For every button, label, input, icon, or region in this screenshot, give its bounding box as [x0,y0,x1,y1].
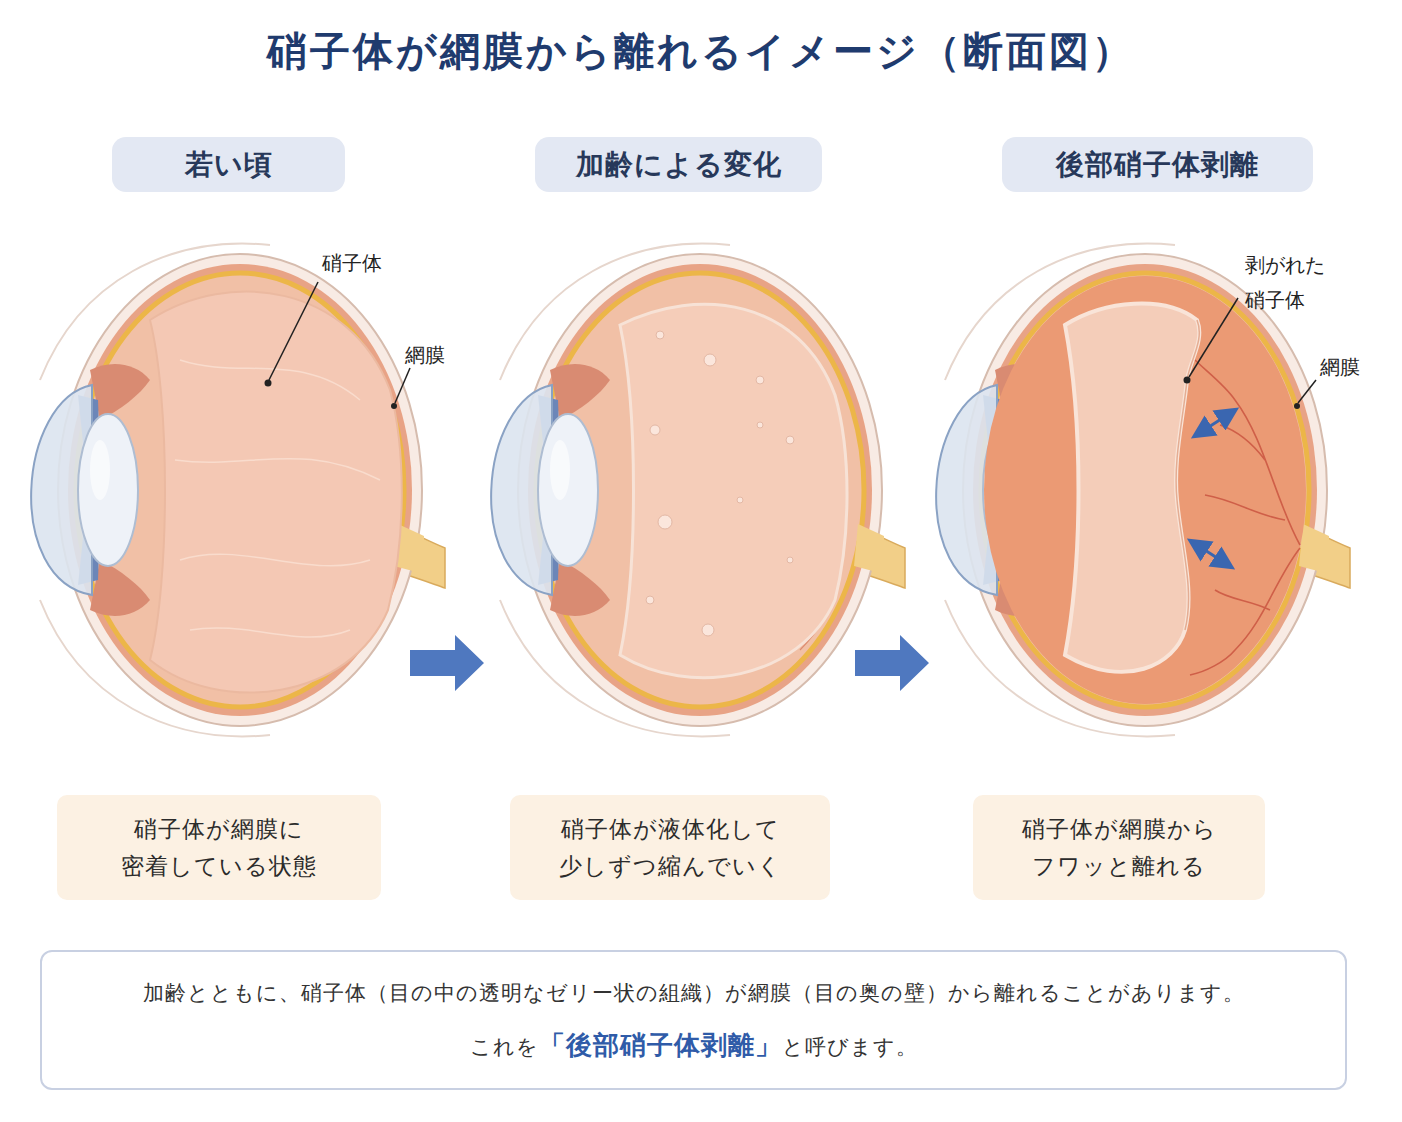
eye-base-use [936,244,1350,737]
caption-text: 硝子体が網膜から フワッと離れる [1022,811,1217,885]
leader-dot [1294,403,1300,409]
eye-young [31,244,445,737]
node-content: 加齢による変化 [576,146,782,184]
eye-base-use [491,244,905,737]
node-content: 硝子体が網膜に 密着している状態 [121,811,317,885]
part-label: 剥がれた 硝子体 [1245,248,1325,318]
step-arrow [410,635,484,691]
eye-base-use [31,244,445,737]
text-line: これを「後部硝子体剥離」と呼びます。 [470,1027,918,1063]
summary-box: 加齢とともに、硝子体（目の中の透明なゼリー状の組織）が網膜（目の奥の壁）から離れ… [40,950,1347,1090]
stage-title: 加齢による変化 [576,146,782,184]
diagram-title: 硝子体が網膜から離れるイメージ（断面図） [0,24,1402,79]
node-content: 加齢とともに、硝子体（目の中の透明なゼリー状の組織）が網膜（目の奥の壁）から離れ… [143,977,1245,1063]
node-content: 後部硝子体剥離 [1056,146,1259,184]
part-label: 硝子体 [322,246,382,281]
part-label: 網膜 [1320,350,1360,385]
stage-header: 若い頃 [112,137,345,192]
note-text: と呼びます。 [782,1035,918,1059]
node-content: 若い頃 [185,146,273,184]
stage-header: 後部硝子体剥離 [1002,137,1313,192]
note-text: 加齢とともに、硝子体（目の中の透明なゼリー状の組織）が網膜（目の奥の壁）から離れ… [143,981,1245,1005]
stage-header: 加齢による変化 [535,137,822,192]
eye-pvd [936,244,1350,737]
text-line: 加齢とともに、硝子体（目の中の透明なゼリー状の組織）が網膜（目の奥の壁）から離れ… [143,977,1245,1011]
caption-text: 硝子体が網膜に 密着している状態 [121,811,317,885]
stage-title: 後部硝子体剥離 [1056,146,1259,184]
stage-caption: 硝子体が網膜から フワッと離れる [973,795,1265,900]
caption-text: 硝子体が液体化して 少しずつ縮んでいく [559,811,782,885]
stage-caption: 硝子体が液体化して 少しずつ縮んでいく [510,795,830,900]
note-text: これを [470,1035,539,1059]
stage-title: 若い頃 [185,146,273,184]
step-arrow [855,635,929,691]
leader-line [1189,298,1238,377]
leader-line [1298,380,1316,403]
eye-aging [491,244,905,737]
node-content: 硝子体が網膜から フワッと離れる [1022,811,1217,885]
note-text: 「後部硝子体剥離」 [539,1030,782,1060]
part-label: 網膜 [405,338,445,373]
stage-caption: 硝子体が網膜に 密着している状態 [57,795,381,900]
node-content: 硝子体が液体化して 少しずつ縮んでいく [559,811,782,885]
